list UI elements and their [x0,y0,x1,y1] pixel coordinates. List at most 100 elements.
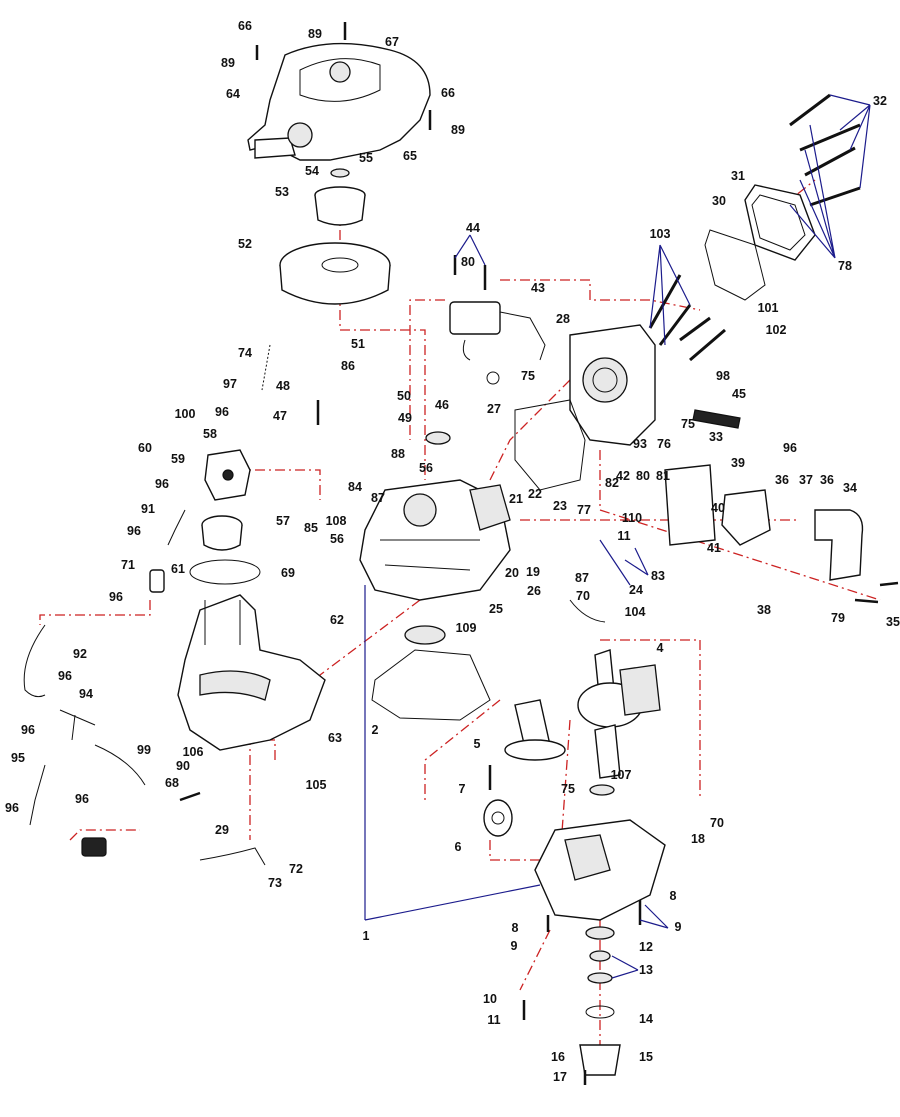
callout-c88: 88 [391,447,405,461]
callout-c19: 19 [526,565,540,579]
callout-c62: 62 [330,613,344,627]
callout-c80b: 80 [636,469,650,483]
callout-c80a: 80 [461,255,475,269]
callout-c75b: 75 [681,417,695,431]
callout-c53: 53 [275,185,289,199]
callout-c101: 101 [758,301,779,315]
fuel-connector [81,837,107,857]
callout-c64: 64 [226,87,240,101]
callout-c92: 92 [73,647,87,661]
oring-14 [585,1005,615,1019]
callout-c10: 10 [483,992,497,1006]
cover-bolts [789,93,861,207]
leader-44 [454,234,486,266]
fuel-filter [149,569,165,593]
callout-c99: 99 [137,743,151,757]
callout-c51: 51 [351,337,365,351]
leader-13 [611,955,639,979]
callout-c69: 69 [281,566,295,580]
callout-c32: 32 [873,94,887,108]
callout-c17: 17 [553,1070,567,1084]
assembly-line-head-to-block [489,379,571,481]
callout-c100: 100 [175,407,196,421]
assembly-line-gear [489,840,540,861]
callout-c41: 41 [707,541,721,555]
recoil-starter-housing [247,42,431,161]
callout-c79: 79 [831,611,845,625]
callout-c59: 59 [171,452,185,466]
callout-c7: 7 [459,782,466,796]
callout-c109: 109 [456,621,477,635]
callout-c75c: 75 [561,782,575,796]
callout-c44: 44 [466,221,480,235]
callout-c74: 74 [238,346,252,360]
callout-c90: 90 [176,759,190,773]
callout-c11b: 11 [487,1013,500,1027]
head-gasket-30 [704,229,766,301]
fuel-pump [204,449,251,501]
oil-sump [534,819,666,921]
callout-c63: 63 [328,731,342,745]
crankshaft [577,649,661,779]
callout-c72: 72 [289,862,303,876]
flywheel [279,242,391,305]
callout-c34: 34 [843,481,857,495]
callout-c70b: 70 [710,816,724,830]
callout-c71: 71 [121,558,135,572]
callout-c107: 107 [611,768,632,782]
callout-c55: 55 [359,151,373,165]
callout-c22: 22 [528,487,542,501]
callout-c87b: 87 [575,571,589,585]
callout-c85: 85 [304,521,318,535]
callout-c29: 29 [215,823,229,837]
assembly-line-tank [299,599,421,691]
washer-54 [330,168,350,178]
callout-c35: 35 [886,615,900,629]
callout-c77: 77 [577,503,591,517]
fuel-hose-91 [167,509,186,546]
callout-c76: 76 [657,437,671,451]
callout-c30: 30 [712,194,726,208]
crankcase [359,479,511,601]
callout-c9b: 9 [511,939,518,953]
callout-c60: 60 [138,441,152,455]
callout-c27: 27 [487,402,501,416]
callout-c89b: 89 [221,56,235,70]
callout-c83: 83 [651,569,665,583]
callout-c20: 20 [505,566,519,580]
fuel-hose-95 [29,764,46,826]
callout-c89a: 89 [308,27,322,41]
head-gasket-27 [514,399,586,491]
callout-c52: 52 [238,237,252,251]
carburetor [664,464,771,546]
callout-c103: 103 [650,227,671,241]
callout-c66a: 66 [238,19,252,33]
callout-c65: 65 [403,149,417,163]
callout-c14: 14 [639,1012,653,1026]
oil-seal-46 [425,431,451,445]
leader-24 [599,539,631,586]
assembly-line-drain [519,929,551,991]
leader-103 [649,244,691,346]
callout-c15: 15 [639,1050,653,1064]
callout-c67: 67 [385,35,399,49]
callout-c96b: 96 [783,441,797,455]
assembly-line-connector [69,829,140,841]
camshaft [504,699,566,761]
cylinder-head [569,324,656,446]
assembly-line-exhaust [599,450,881,601]
bearing-12 [585,926,615,940]
assembly-line-fuel-left [39,600,151,625]
callout-c24: 24 [629,583,643,597]
ignition-coil [449,301,546,385]
callout-c9a: 9 [675,920,682,934]
callout-c70a: 70 [576,589,590,603]
callout-c68: 68 [165,776,179,790]
callout-c36b: 36 [820,473,834,487]
callout-c96f: 96 [58,669,72,683]
callout-c49: 49 [398,411,412,425]
callout-c54: 54 [305,164,319,178]
tank-cap [201,515,243,551]
